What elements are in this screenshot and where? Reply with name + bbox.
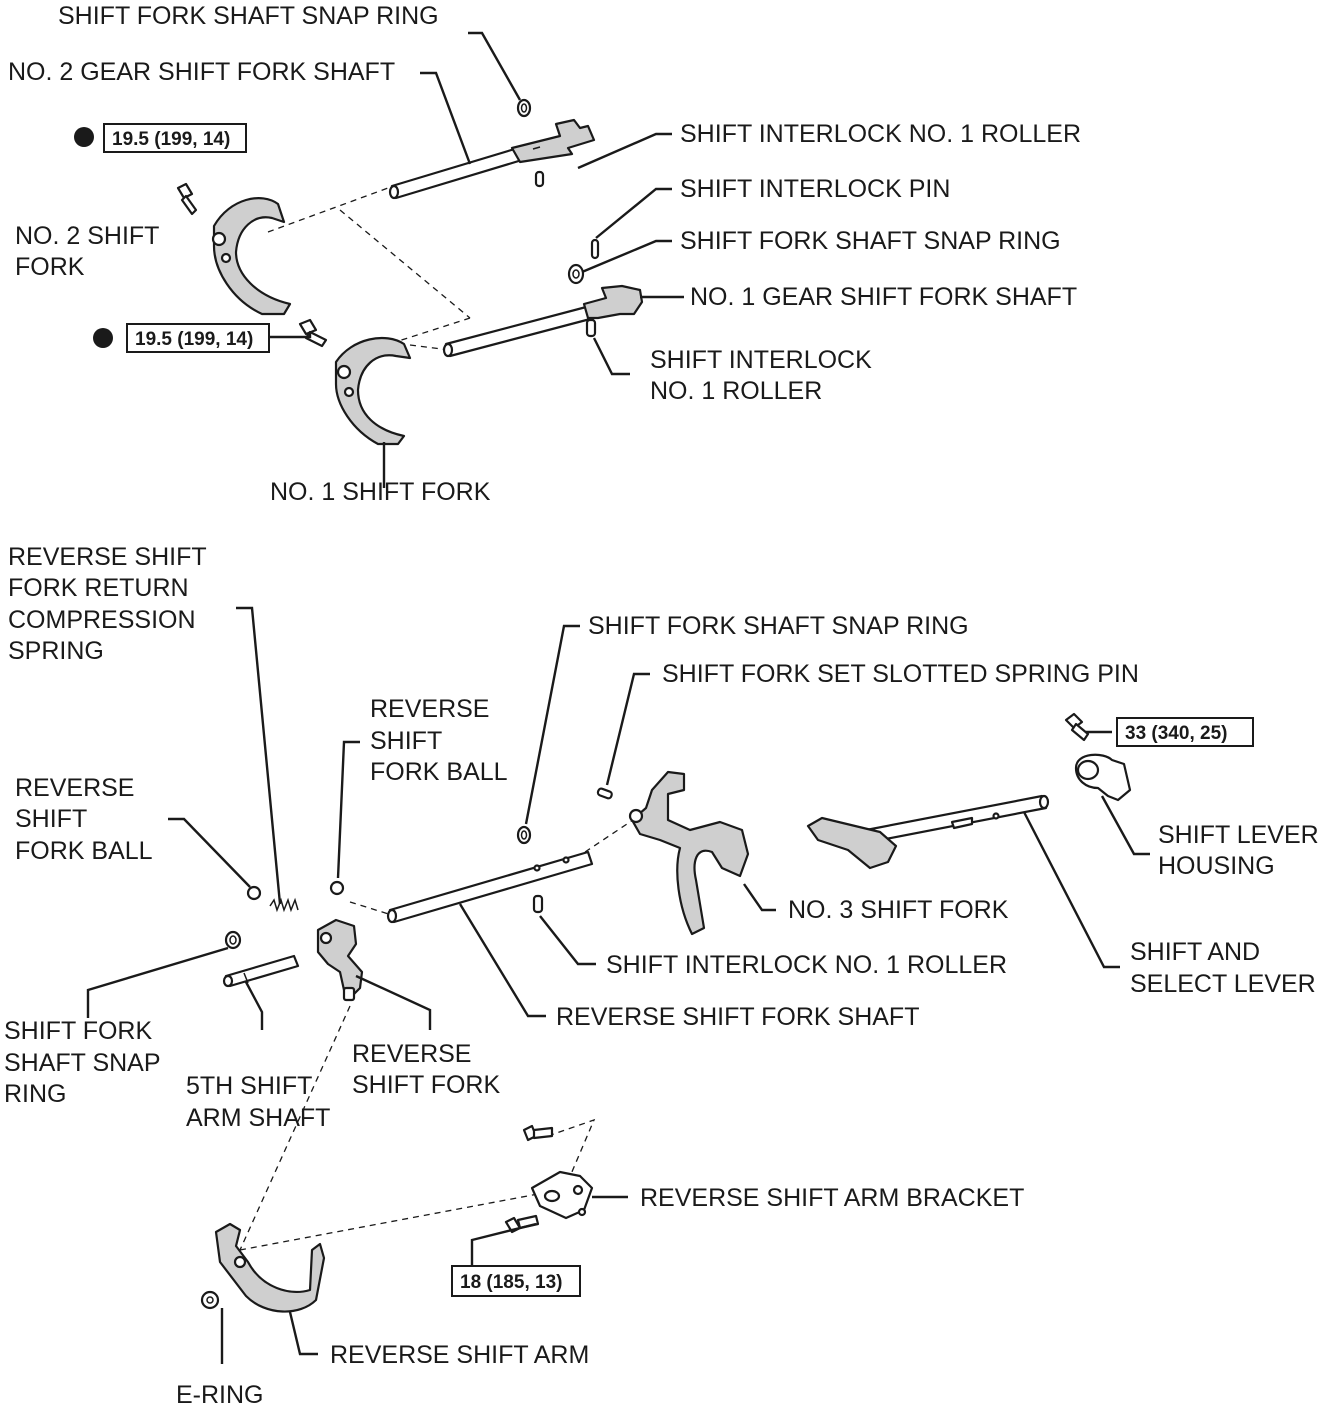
fifth-arm-shaft-part	[222, 954, 300, 988]
label-rev-spring-l4: SPRING	[8, 637, 104, 665]
reverse-shift-fork-shaft-part	[386, 850, 594, 924]
rev-arm-bracket-part	[530, 1170, 594, 1220]
label-snap-ring-mid: SHIFT FORK SHAFT SNAP RING	[680, 227, 1061, 255]
label-no1-gear-shaft: NO. 1 GEAR SHIFT FORK SHAFT	[690, 283, 1077, 311]
snap-ring-top-part	[516, 98, 532, 118]
label-rev-arm: REVERSE SHIFT ARM	[330, 1341, 589, 1369]
snap-ring-low-part	[516, 825, 532, 845]
torque-housing-bolt: 33 (340, 25)	[1125, 723, 1227, 744]
e-ring-part	[200, 1290, 220, 1310]
label-fifth-arm-l2: ARM SHAFT	[186, 1104, 330, 1132]
label-rev-arm-bracket: REVERSE SHIFT ARM BRACKET	[640, 1184, 1024, 1212]
label-e-ring: E-RING	[176, 1381, 264, 1409]
no2-shift-fork-part	[211, 197, 292, 316]
no1-shift-fork-part	[334, 336, 412, 446]
slotted-spring-pin-part	[596, 787, 613, 800]
label-rev-spring-l3: COMPRESSION	[8, 606, 196, 634]
label-shift-select-l2: SELECT LEVER	[1130, 970, 1316, 998]
black-circle-icon	[74, 127, 94, 147]
bolt-housing	[1064, 712, 1090, 742]
label-rev-ball-left-l2: SHIFT	[15, 805, 87, 833]
torque-no1-fork-bolt: 19.5 (199, 14)	[135, 329, 253, 350]
label-no2-fork-l1: NO. 2 SHIFT	[15, 222, 159, 250]
label-fifth-arm-l1: 5TH SHIFT	[186, 1072, 312, 1100]
label-rev-ball-right-l3: FORK BALL	[370, 758, 508, 786]
no1-gear-shift-fork-shaft	[442, 284, 644, 358]
label-interlock-roller-2-l1: SHIFT INTERLOCK	[650, 346, 872, 374]
label-rev-spring-l2: FORK RETURN	[8, 574, 189, 602]
label-interlock-pin: SHIFT INTERLOCK PIN	[680, 175, 950, 203]
snap-ring-mid-part	[567, 263, 585, 285]
interlock-pin-part	[590, 238, 600, 260]
label-no2-gear-shaft: NO. 2 GEAR SHIFT FORK SHAFT	[8, 58, 395, 86]
torque-no2-fork-bolt: 19.5 (199, 14)	[112, 129, 230, 150]
label-interlock-roller-3: SHIFT INTERLOCK NO. 1 ROLLER	[606, 951, 1007, 979]
bolt-bracket-upper	[522, 1124, 554, 1142]
interlock-roller-2-part	[585, 318, 597, 338]
rev-ball-left-part	[246, 885, 262, 901]
label-rev-ball-right-l2: SHIFT	[370, 727, 442, 755]
label-rev-ball-left-l1: REVERSE	[15, 774, 134, 802]
shift-select-lever-part	[806, 794, 1050, 870]
label-no2-fork-l2: FORK	[15, 253, 85, 281]
label-rev-ball-left-l3: FORK BALL	[15, 837, 153, 865]
label-rev-fork-l2: SHIFT FORK	[352, 1071, 500, 1099]
no2-gear-shift-fork-shaft	[388, 118, 596, 200]
leader-lines	[86, 31, 1150, 1364]
label-slotted-pin: SHIFT FORK SET SLOTTED SPRING PIN	[662, 660, 1139, 688]
label-snap-ring-left-l2: SHAFT SNAP	[4, 1049, 161, 1077]
torque-bracket-bolt: 18 (185, 13)	[460, 1272, 562, 1293]
no3-shift-fork-part	[628, 770, 750, 936]
label-no3-fork: NO. 3 SHIFT FORK	[788, 896, 1009, 924]
label-snap-ring-left-l3: RING	[4, 1080, 67, 1108]
label-snap-ring-top: SHIFT FORK SHAFT SNAP RING	[58, 2, 439, 30]
label-rev-fork-shaft: REVERSE SHIFT FORK SHAFT	[556, 1003, 919, 1031]
label-rev-spring-l1: REVERSE SHIFT	[8, 543, 207, 571]
label-interlock-roller-2-l2: NO. 1 ROLLER	[650, 377, 822, 405]
label-housing-l2: HOUSING	[1158, 852, 1275, 880]
snap-ring-left-part	[224, 930, 242, 950]
interlock-roller-1-part	[534, 170, 545, 188]
label-shift-select-l1: SHIFT AND	[1130, 938, 1260, 966]
label-housing-l1: SHIFT LEVER	[1158, 821, 1319, 849]
label-snap-ring-low: SHIFT FORK SHAFT SNAP RING	[588, 612, 969, 640]
label-interlock-roller-1: SHIFT INTERLOCK NO. 1 ROLLER	[680, 120, 1081, 148]
reverse-shift-fork-part	[316, 918, 364, 1002]
return-spring-part	[269, 897, 299, 913]
label-no1-fork: NO. 1 SHIFT FORK	[270, 478, 491, 506]
interlock-roller-3-part	[532, 894, 544, 914]
torque-specs: 19.5 (199, 14) 19.5 (199, 14) 33 (340, 2…	[74, 123, 1254, 1297]
label-rev-fork-l1: REVERSE	[352, 1040, 471, 1068]
part-labels: SHIFT FORK SHAFT SNAP RING NO. 2 GEAR SH…	[4, 2, 1319, 1409]
label-snap-ring-left-l1: SHIFT FORK	[4, 1017, 152, 1045]
black-circle-icon	[93, 328, 113, 348]
shift-lever-housing-part	[1074, 753, 1132, 802]
bolt-no2-fork	[176, 182, 198, 216]
rev-arm-part	[214, 1222, 326, 1313]
bolt-no1-fork	[298, 318, 328, 348]
rev-ball-right-part	[329, 880, 345, 896]
label-rev-ball-right-l1: REVERSE	[370, 695, 489, 723]
